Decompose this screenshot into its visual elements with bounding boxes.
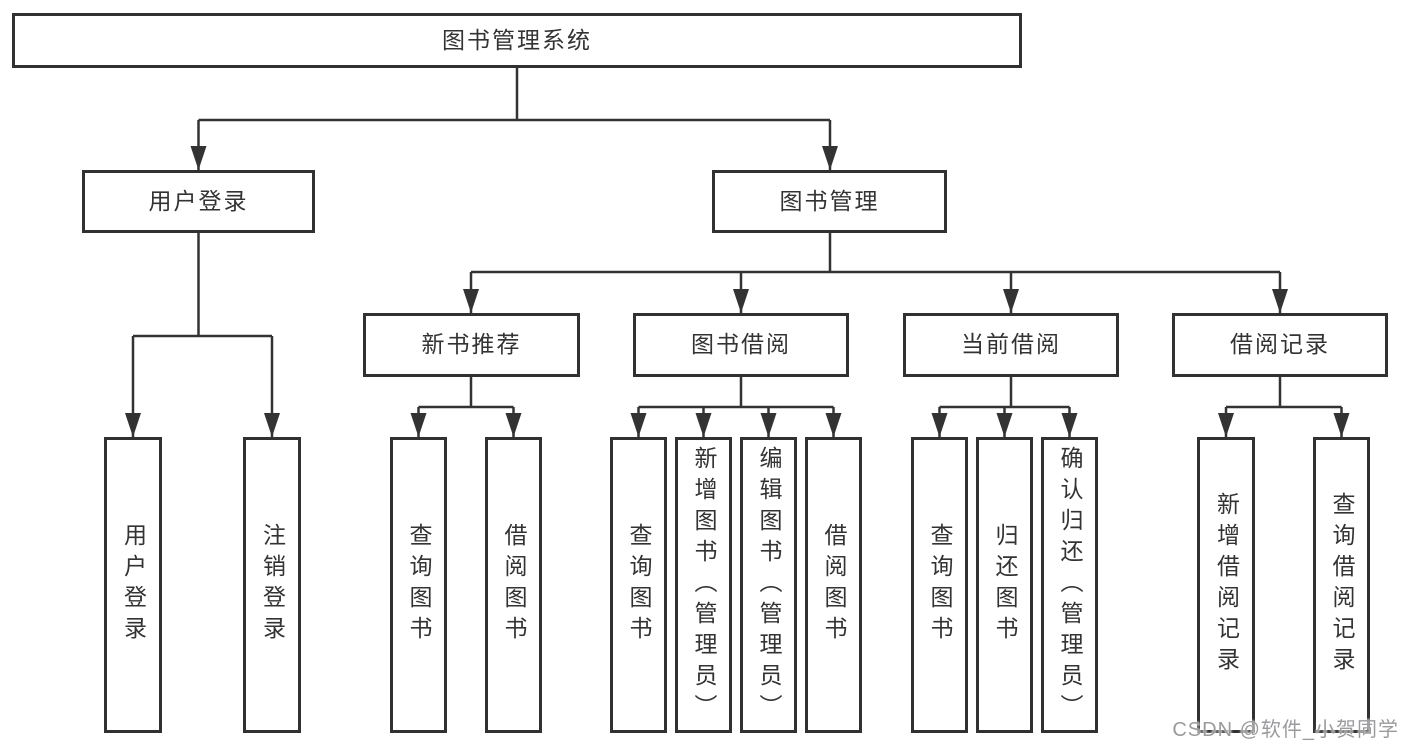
leaf-logout: 注销登录	[243, 437, 301, 733]
leaf-add-borrow-record: 新增借阅记录	[1197, 437, 1255, 733]
leaf-search-books-borrowing: 查询图书	[610, 437, 667, 733]
node-borrowing-records: 借阅记录	[1172, 313, 1388, 377]
leaf-search-books-recommend: 查询图书	[390, 437, 447, 733]
leaf-borrow-books-recommend: 借阅图书	[485, 437, 542, 733]
leaf-edit-book-admin: 编辑图书（管理员）	[740, 437, 797, 733]
leaf-search-books-current: 查询图书	[911, 437, 968, 733]
leaf-user-login: 用户登录	[104, 437, 162, 733]
leaf-add-book-admin: 新增图书（管理员）	[675, 437, 732, 733]
node-book-management: 图书管理	[712, 170, 947, 233]
leaf-return-books: 归还图书	[976, 437, 1033, 733]
node-new-book-recommendation: 新书推荐	[363, 313, 580, 377]
leaf-confirm-return-admin: 确认归还（管理员）	[1041, 437, 1098, 733]
node-user-login: 用户登录	[82, 170, 315, 233]
csdn-watermark: CSDN @软件_小贺同学	[1172, 719, 1399, 741]
node-library-system: 图书管理系统	[12, 13, 1022, 68]
leaf-borrow-books-borrowing: 借阅图书	[805, 437, 862, 733]
node-current-borrowing: 当前借阅	[903, 313, 1119, 377]
node-book-borrowing: 图书借阅	[633, 313, 849, 377]
leaf-search-borrow-record: 查询借阅记录	[1313, 437, 1370, 733]
